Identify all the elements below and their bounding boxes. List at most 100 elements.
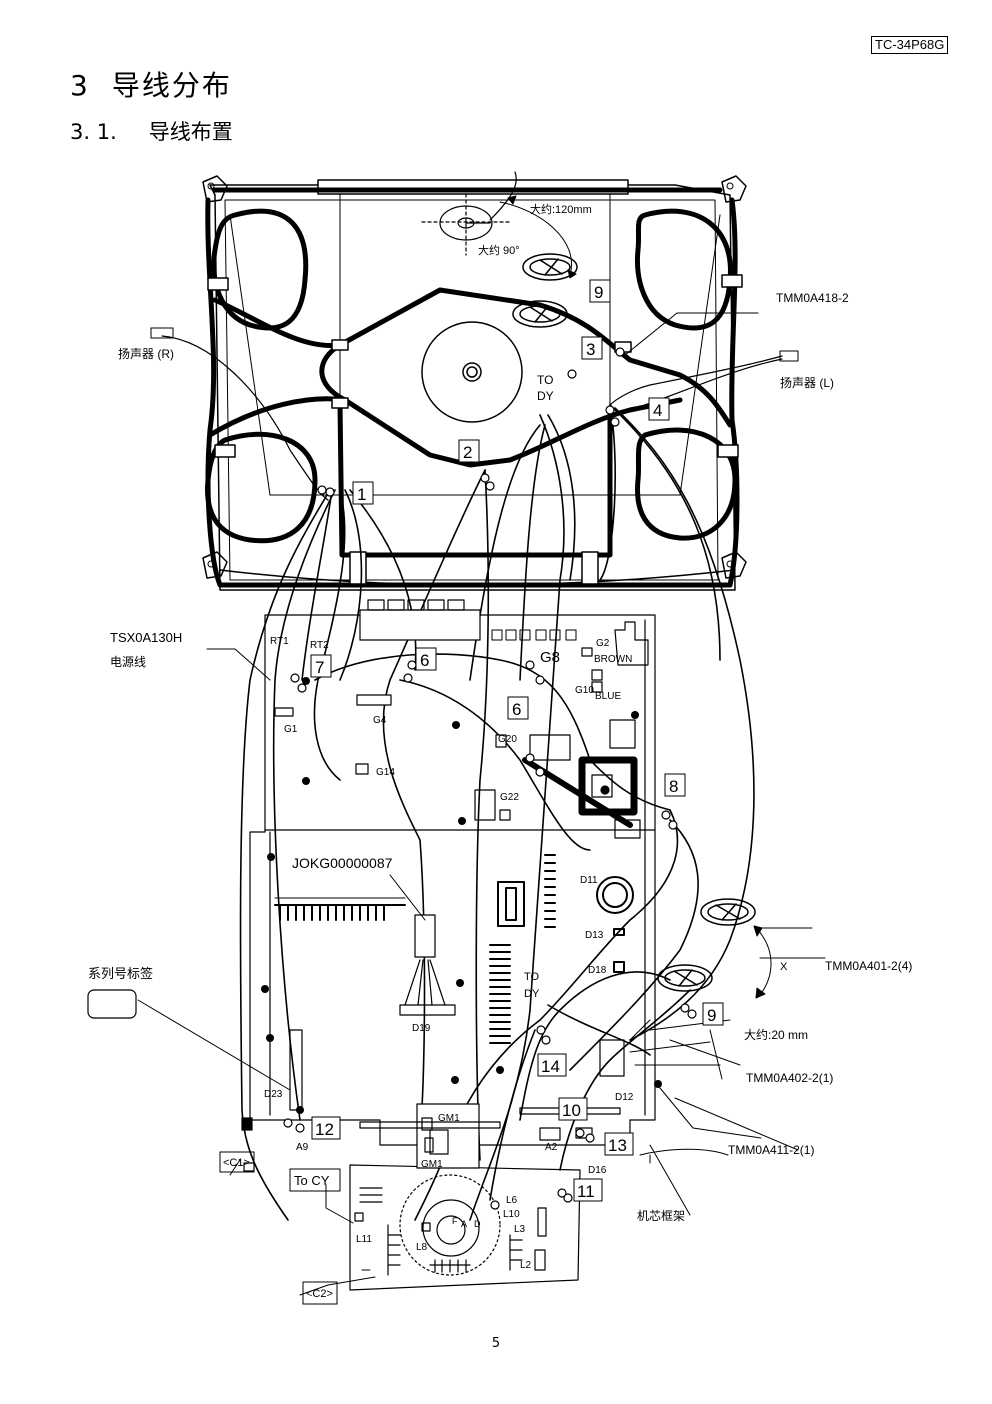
svg-text:2: 2 [463,443,472,462]
label-g2: G2 [596,638,610,649]
label-d13: D13 [585,930,604,941]
label-c1: <C1> [223,1157,250,1169]
svg-text:7: 7 [315,658,324,677]
svg-text:6: 6 [512,700,521,719]
label-gm1: GM1 [438,1113,460,1124]
label-chassis-frame: 机芯框架 [637,1209,685,1223]
label-coil-f: F [452,1216,458,1226]
wiring-diagram: 大约:120mm 大约 90° 扬声器 (R) 扬声器 (L) TMM0A418… [87,171,912,1305]
svg-text:12: 12 [315,1120,334,1139]
label-to-dy-mid-2: DY [524,988,540,1000]
callout-13: 13 [604,1132,634,1156]
callout-3: 3 [581,336,603,360]
label-coil-d: D [474,1219,481,1229]
label-l6: L6 [506,1195,518,1206]
label-tmm0a418: TMM0A418-2 [776,291,849,305]
callouts: 1 2 3 4 6 6 7 8 9 9 10 11 12 13 14 [310,279,724,1202]
subsection-number: 3. 1. [70,120,117,144]
label-serial-number: 系列号标签 [88,966,153,981]
section-title: 导线分布 [111,69,232,102]
label-d16: D16 [588,1165,607,1176]
callout-6b: 6 [507,696,529,720]
label-g4: G4 [373,715,387,726]
main-board [249,599,662,1146]
degauss-coil [205,187,740,588]
callout-10: 10 [558,1097,588,1121]
label-x: X [780,961,788,973]
subsection-heading: 3. 1. 导线布置 [70,116,233,146]
wire-ties [283,347,697,1210]
label-jokg: JOKG00000087 [292,855,393,871]
frame-rods [229,193,721,556]
label-tmm0a411: TMM0A411-2(1) [728,1143,814,1157]
label-approx-120mm: 大约:120mm [530,202,592,216]
callout-9-bottom: 9 [702,1002,724,1026]
label-blue: BLUE [595,691,621,702]
subsection-title: 导线布置 [148,120,233,144]
svg-text:1: 1 [357,485,366,504]
svg-text:8: 8 [669,777,678,796]
label-c2: <C2> [306,1288,333,1300]
svg-text:3: 3 [586,340,595,359]
heatsinks [274,854,634,1044]
label-coil-a: A [461,1219,467,1229]
label-to-cy: To CY [294,1173,330,1188]
label-to-dy-top-1: TO [537,373,553,387]
callout-12: 12 [311,1116,341,1140]
crt-frame [202,175,747,591]
label-g20: G20 [498,734,517,745]
label-d18: D18 [588,965,607,976]
speaker-wires [161,335,783,501]
label-rt1: RT1 [270,636,289,647]
label-rt2: RT2 [310,640,329,651]
label-brown: BROWN [594,654,632,665]
label-l2: L2 [520,1260,532,1271]
label-d12: D12 [615,1092,634,1103]
callout-14: 14 [537,1053,567,1077]
callout-4: 4 [648,397,670,421]
svg-text:9: 9 [707,1006,716,1025]
speaker-cutouts [205,208,738,544]
label-a2: A2 [545,1142,558,1153]
svg-text:11: 11 [577,1182,595,1201]
label-to-dy-top-2: DY [537,389,554,403]
label-to-dy-mid-1: TO [524,971,540,983]
label-tsx0a130h: TSX0A130H [110,630,182,645]
label-a9: A9 [296,1142,309,1153]
callout-6a: 6 [415,647,437,671]
label-approx-20mm: 大约:20 mm [744,1027,808,1042]
label-approx-90deg: 大约 90° [478,243,520,257]
label-g8: G8 [540,649,560,666]
svg-text:14: 14 [541,1057,560,1076]
label-gm1-b: GM1 [421,1159,443,1170]
page-number: 5 [491,1336,501,1351]
wire-harness [239,404,755,1221]
label-g14: G14 [376,767,395,778]
label-g10: G10 [575,685,594,696]
callout-8: 8 [664,773,686,797]
svg-text:10: 10 [562,1101,581,1120]
svg-text:6: 6 [420,651,429,670]
label-l11: L11 [356,1234,372,1245]
label-speaker-l: 扬声器 (L) [780,375,834,390]
leader-lines [137,312,826,1296]
svg-text:9: 9 [594,283,603,302]
model-number: TC-34P68G [871,36,949,54]
label-speaker-r: 扬声器 (R) [118,346,174,361]
callout-1: 1 [352,481,374,505]
label-tmm0a402: TMM0A402-2(1) [746,1071,833,1085]
label-l8: L8 [416,1242,428,1253]
crt-neck [421,321,523,423]
svg-text:13: 13 [608,1136,627,1155]
label-d23: D23 [264,1089,283,1100]
callout-11: 11 [573,1178,603,1202]
label-tmm0a401: TMM0A401-2(4) [825,959,912,973]
clip-wheels [512,253,756,992]
ferrite-filter [389,874,456,1016]
label-g22: G22 [500,792,519,803]
callout-2: 2 [458,439,480,463]
crt-socket-board [349,1164,581,1291]
label-power-cord: 电源线 [110,655,146,669]
callout-7: 7 [310,654,332,678]
